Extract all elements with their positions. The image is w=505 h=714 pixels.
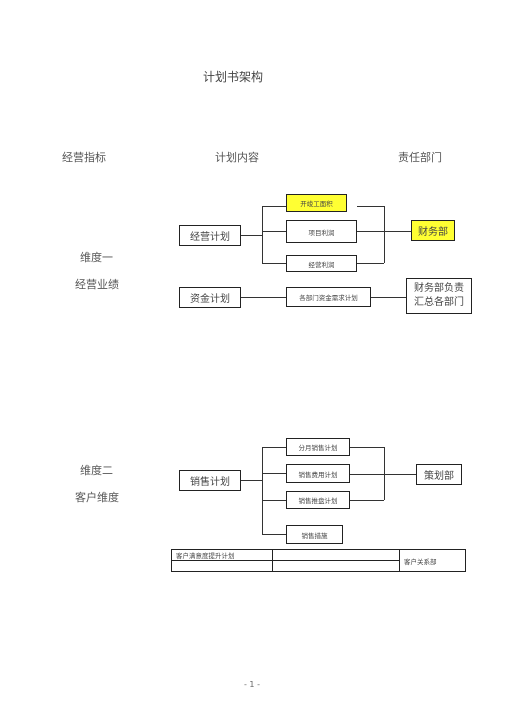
item-funds-demand: 各部门资金需求计划 <box>286 287 371 307</box>
connector <box>262 473 286 474</box>
connector <box>262 263 286 264</box>
connector <box>357 206 384 207</box>
item-project-profit: 项目利润 <box>286 220 357 243</box>
item-construction-area: 开竣工面积 <box>286 194 347 212</box>
plan-box-operating: 经营计划 <box>179 225 241 246</box>
connector <box>262 447 263 534</box>
connector <box>241 297 286 298</box>
connector <box>262 447 286 448</box>
dimension-one-name: 经营业绩 <box>75 278 119 291</box>
dept-finance-summary-line2: 汇总各部门 <box>414 297 464 308</box>
table-cell-empty <box>272 549 400 561</box>
item-monthly-sales-label: 分月销售计划 <box>298 444 338 452</box>
dept-finance-label: 财务部 <box>418 227 448 238</box>
item-sales-measures-label: 销售措施 <box>301 531 328 540</box>
table-cell-empty <box>272 560 400 572</box>
item-project-profit-label: 项目利润 <box>308 228 335 237</box>
item-sales-measures: 销售措施 <box>286 525 343 544</box>
connector <box>241 235 262 236</box>
table-row <box>171 560 466 572</box>
connector <box>262 534 286 535</box>
dept-finance: 财务部 <box>411 220 455 241</box>
connector <box>350 474 416 475</box>
connector <box>384 447 385 500</box>
connector <box>241 480 262 481</box>
table-cell-empty <box>171 560 273 572</box>
dept-finance-summary: 财务部负责 汇总各部门 <box>406 278 472 314</box>
dept-finance-summary-line1: 财务部负责 <box>414 283 464 294</box>
dimension-one-label: 维度一 <box>80 251 113 264</box>
plan-box-sales-label: 销售计划 <box>190 477 230 488</box>
item-sales-launch: 销售推盘计划 <box>286 491 350 509</box>
connector <box>357 263 384 264</box>
connector <box>262 500 286 501</box>
header-responsible-dept: 责任部门 <box>398 151 442 164</box>
header-business-indicator: 经营指标 <box>62 151 106 164</box>
item-operating-profit: 经营利润 <box>286 255 357 272</box>
table-cell-dept: 客户关系部 <box>399 549 466 572</box>
item-sales-expense: 销售费用计划 <box>286 464 350 483</box>
connector <box>262 206 263 263</box>
connector <box>262 231 286 232</box>
item-sales-launch-label: 销售推盘计划 <box>298 497 338 505</box>
connector <box>262 206 286 207</box>
connector <box>350 500 384 501</box>
table-row: 客户满意度提升计划 客户关系部 <box>171 549 466 572</box>
dept-planning: 策划部 <box>416 464 462 485</box>
item-operating-profit-label: 经营利润 <box>308 260 335 269</box>
plan-box-sales: 销售计划 <box>179 470 241 491</box>
dimension-two-label: 维度二 <box>80 464 113 477</box>
item-sales-expense-label: 销售费用计划 <box>298 470 338 479</box>
customer-plan-table: 客户满意度提升计划 客户关系部 <box>171 549 466 572</box>
item-monthly-sales: 分月销售计划 <box>286 438 350 456</box>
connector <box>350 447 384 448</box>
table-cell-plan: 客户满意度提升计划 <box>171 549 273 561</box>
dimension-two-name: 客户维度 <box>75 491 119 504</box>
item-funds-demand-label: 各部门资金需求计划 <box>299 294 358 302</box>
header-plan-content: 计划内容 <box>215 151 259 164</box>
dept-planning-label: 策划部 <box>424 471 454 482</box>
plan-box-funds-label: 资金计划 <box>190 294 230 305</box>
connector <box>384 206 385 263</box>
item-construction-area-label: 开竣工面积 <box>300 200 333 208</box>
connector <box>371 297 406 298</box>
page-number: - 1 - <box>244 680 260 689</box>
plan-box-funds: 资金计划 <box>179 287 241 308</box>
plan-box-operating-label: 经营计划 <box>190 232 230 243</box>
page-title: 计划书架构 <box>203 70 264 84</box>
